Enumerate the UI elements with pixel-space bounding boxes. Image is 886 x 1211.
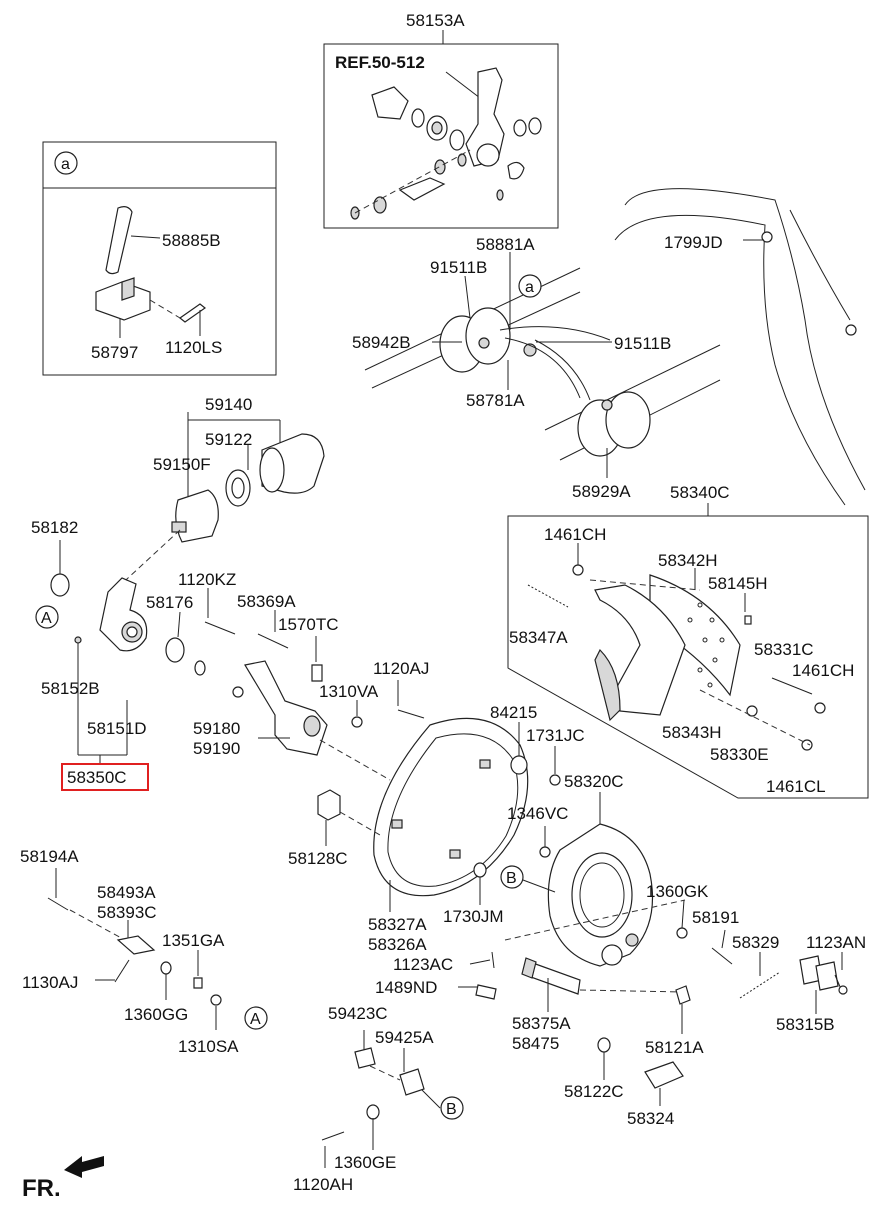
label-58153a: 58153A — [406, 11, 465, 30]
label-58393c: 58393C — [97, 903, 157, 922]
label-58122c: 58122C — [564, 1082, 624, 1101]
label-59423c: 59423C — [328, 1004, 388, 1023]
label-59140: 59140 — [205, 395, 252, 414]
label-58151d: 58151D — [87, 719, 147, 738]
shoe-kit-box — [507, 503, 869, 799]
label-1120aj: 1120AJ — [373, 659, 429, 678]
label-58327a: 58327A — [368, 915, 427, 934]
callout-B-2: B — [446, 1101, 457, 1118]
label-58340c: 58340C — [670, 483, 730, 502]
label-58320c: 58320C — [564, 772, 624, 791]
label-58315b: 58315B — [776, 1015, 835, 1034]
label-84215: 84215 — [490, 703, 537, 722]
label-1799jd: 1799JD — [664, 233, 723, 252]
label-58942b: 58942B — [352, 333, 411, 352]
label-58182: 58182 — [31, 518, 78, 537]
callout-A-2: A — [250, 1011, 261, 1028]
label-58929a: 58929A — [572, 482, 631, 501]
label-1130aj: 1130AJ — [22, 973, 78, 992]
ref-box-58153a — [323, 30, 559, 229]
label-59180: 59180 — [193, 719, 240, 738]
label-58885b: 58885B — [162, 231, 221, 250]
callout-A-1: A — [41, 610, 52, 627]
label-59425a: 59425A — [375, 1028, 434, 1047]
label-1360gk: 1360GK — [646, 882, 709, 901]
label-58324: 58324 — [627, 1109, 674, 1128]
label-59122: 59122 — [205, 430, 252, 449]
label-58329: 58329 — [732, 933, 779, 952]
detail-box-a — [42, 141, 277, 376]
label-58350c: 58350C — [67, 768, 127, 787]
label-58176: 58176 — [146, 593, 193, 612]
label-1123an: 1123AN — [806, 933, 866, 952]
label-58342h: 58342H — [658, 551, 718, 570]
label-58145h: 58145H — [708, 574, 768, 593]
label-91511b-1: 91511B — [430, 258, 487, 277]
actuator-assembly — [35, 412, 425, 781]
highlight-box — [61, 763, 149, 791]
label-1730jm: 1730JM — [443, 907, 503, 926]
label-58375a: 58375A — [512, 1014, 571, 1033]
label-58347a: 58347A — [509, 628, 568, 647]
label-59190: 59190 — [193, 739, 240, 758]
labels: 58153A REF.50-512 a 58885B 58797 1120LS … — [20, 11, 866, 1202]
label-1120kz: 1120KZ — [178, 570, 236, 589]
label-1731jc: 1731JC — [526, 726, 585, 745]
axle-area — [364, 188, 866, 506]
label-58194a: 58194A — [20, 847, 79, 866]
label-1360gg: 1360GG — [124, 1005, 188, 1024]
sensor-assembly — [47, 868, 268, 1030]
label-1461ch-2: 1461CH — [792, 661, 854, 680]
label-58191: 58191 — [692, 908, 739, 927]
label-58493a: 58493A — [97, 883, 156, 902]
label-58781a: 58781A — [466, 391, 525, 410]
label-1570tc: 1570TC — [278, 615, 338, 634]
label-1360ge: 1360GE — [334, 1153, 396, 1172]
label-1310sa: 1310SA — [178, 1037, 239, 1056]
callout-a-box: a — [61, 156, 70, 173]
label-1461cl: 1461CL — [766, 777, 826, 796]
ref-label: REF.50-512 — [335, 53, 425, 72]
label-58343h: 58343H — [662, 723, 722, 742]
label-58369a: 58369A — [237, 592, 296, 611]
label-1123ac: 1123AC — [393, 955, 453, 974]
label-1351ga: 1351GA — [162, 931, 225, 950]
label-91511b-2: 91511B — [614, 334, 671, 353]
label-1461ch-1: 1461CH — [544, 525, 606, 544]
label-1346vc: 1346VC — [507, 804, 568, 823]
label-1489nd: 1489ND — [375, 978, 437, 997]
front-label: FR. — [22, 1175, 61, 1202]
label-58326a: 58326A — [368, 935, 427, 954]
front-direction-arrow — [64, 1156, 104, 1178]
dust-shield — [317, 717, 561, 912]
callout-a-hose: a — [525, 279, 534, 296]
pivot-assembly — [321, 1030, 464, 1168]
label-58331c: 58331C — [754, 640, 814, 659]
label-58128c: 58128C — [288, 849, 348, 868]
label-58152b: 58152B — [41, 679, 100, 698]
label-58475: 58475 — [512, 1034, 559, 1053]
callout-B-1: B — [506, 870, 517, 887]
brake-spider — [458, 792, 848, 1106]
label-59150f: 59150F — [153, 455, 211, 474]
label-58330e: 58330E — [710, 745, 769, 764]
label-1120ah: 1120AH — [293, 1175, 353, 1194]
label-58121a: 58121A — [645, 1038, 704, 1057]
label-58797: 58797 — [91, 343, 138, 362]
label-1120ls: 1120LS — [165, 338, 222, 357]
label-1310va: 1310VA — [319, 682, 379, 701]
label-58881a: 58881A — [476, 235, 535, 254]
